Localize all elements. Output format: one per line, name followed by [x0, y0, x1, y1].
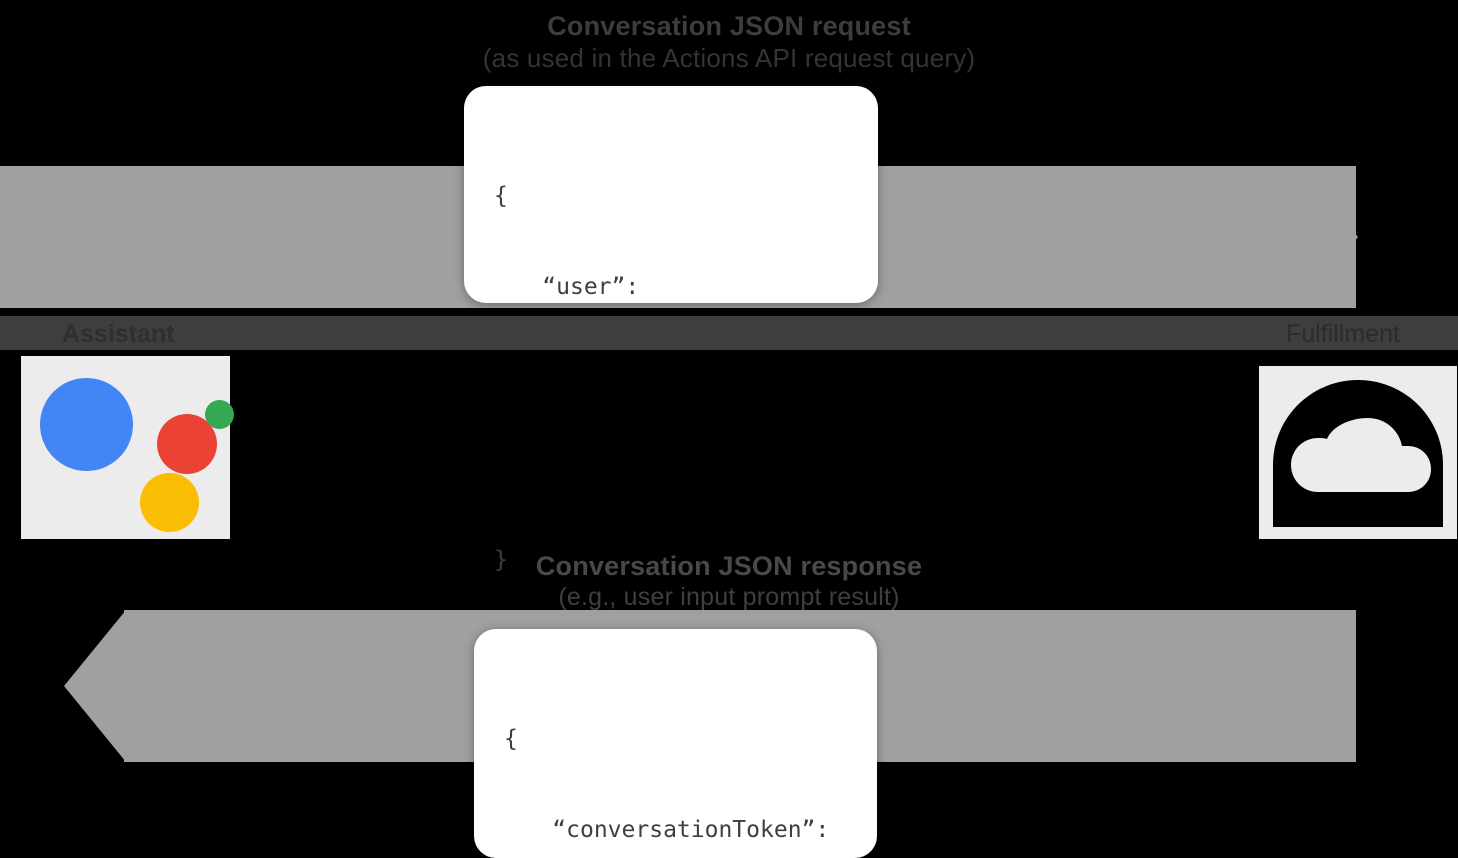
assistant-red-dot-icon	[157, 414, 217, 474]
response-arrow-head-icon	[64, 610, 126, 762]
request-json-card: { “user”: “device”: … }	[464, 86, 878, 573]
request-caption-line1: Conversation JSON request	[547, 11, 911, 41]
fulfillment-label: Fulfillment	[1286, 320, 1400, 348]
json-open-brace: {	[494, 182, 508, 209]
response-json-card: { “conversationToken”: “userStorage”: … …	[474, 629, 877, 858]
fulfillment-icon-tile	[1259, 366, 1457, 539]
response-caption-line1: Conversation JSON response	[535, 551, 923, 581]
google-assistant-icon	[21, 356, 234, 539]
request-arrow-head-icon	[1298, 166, 1358, 308]
assistant-blue-dot-icon	[40, 378, 133, 471]
assistant-yellow-dot-icon	[140, 473, 199, 532]
cloud-icon	[1273, 380, 1443, 527]
actor-lane-body	[0, 350, 1458, 548]
assistant-green-dot-icon	[205, 400, 234, 429]
json-key-user: “user”:	[542, 273, 640, 300]
json-close-brace: }	[494, 547, 508, 574]
response-caption: Conversation JSON response (e.g., user i…	[0, 551, 1458, 612]
json-open-brace: {	[504, 725, 518, 752]
request-caption: Conversation JSON request (as used in th…	[0, 11, 1458, 74]
request-caption-line2: (as used in the Actions API request quer…	[482, 43, 976, 74]
assistant-label: Assistant	[62, 320, 175, 348]
response-caption-line2: (e.g., user input prompt result)	[558, 583, 900, 612]
actor-lane	[0, 316, 1458, 350]
json-key-conversation-token: “conversationToken”:	[552, 816, 830, 843]
